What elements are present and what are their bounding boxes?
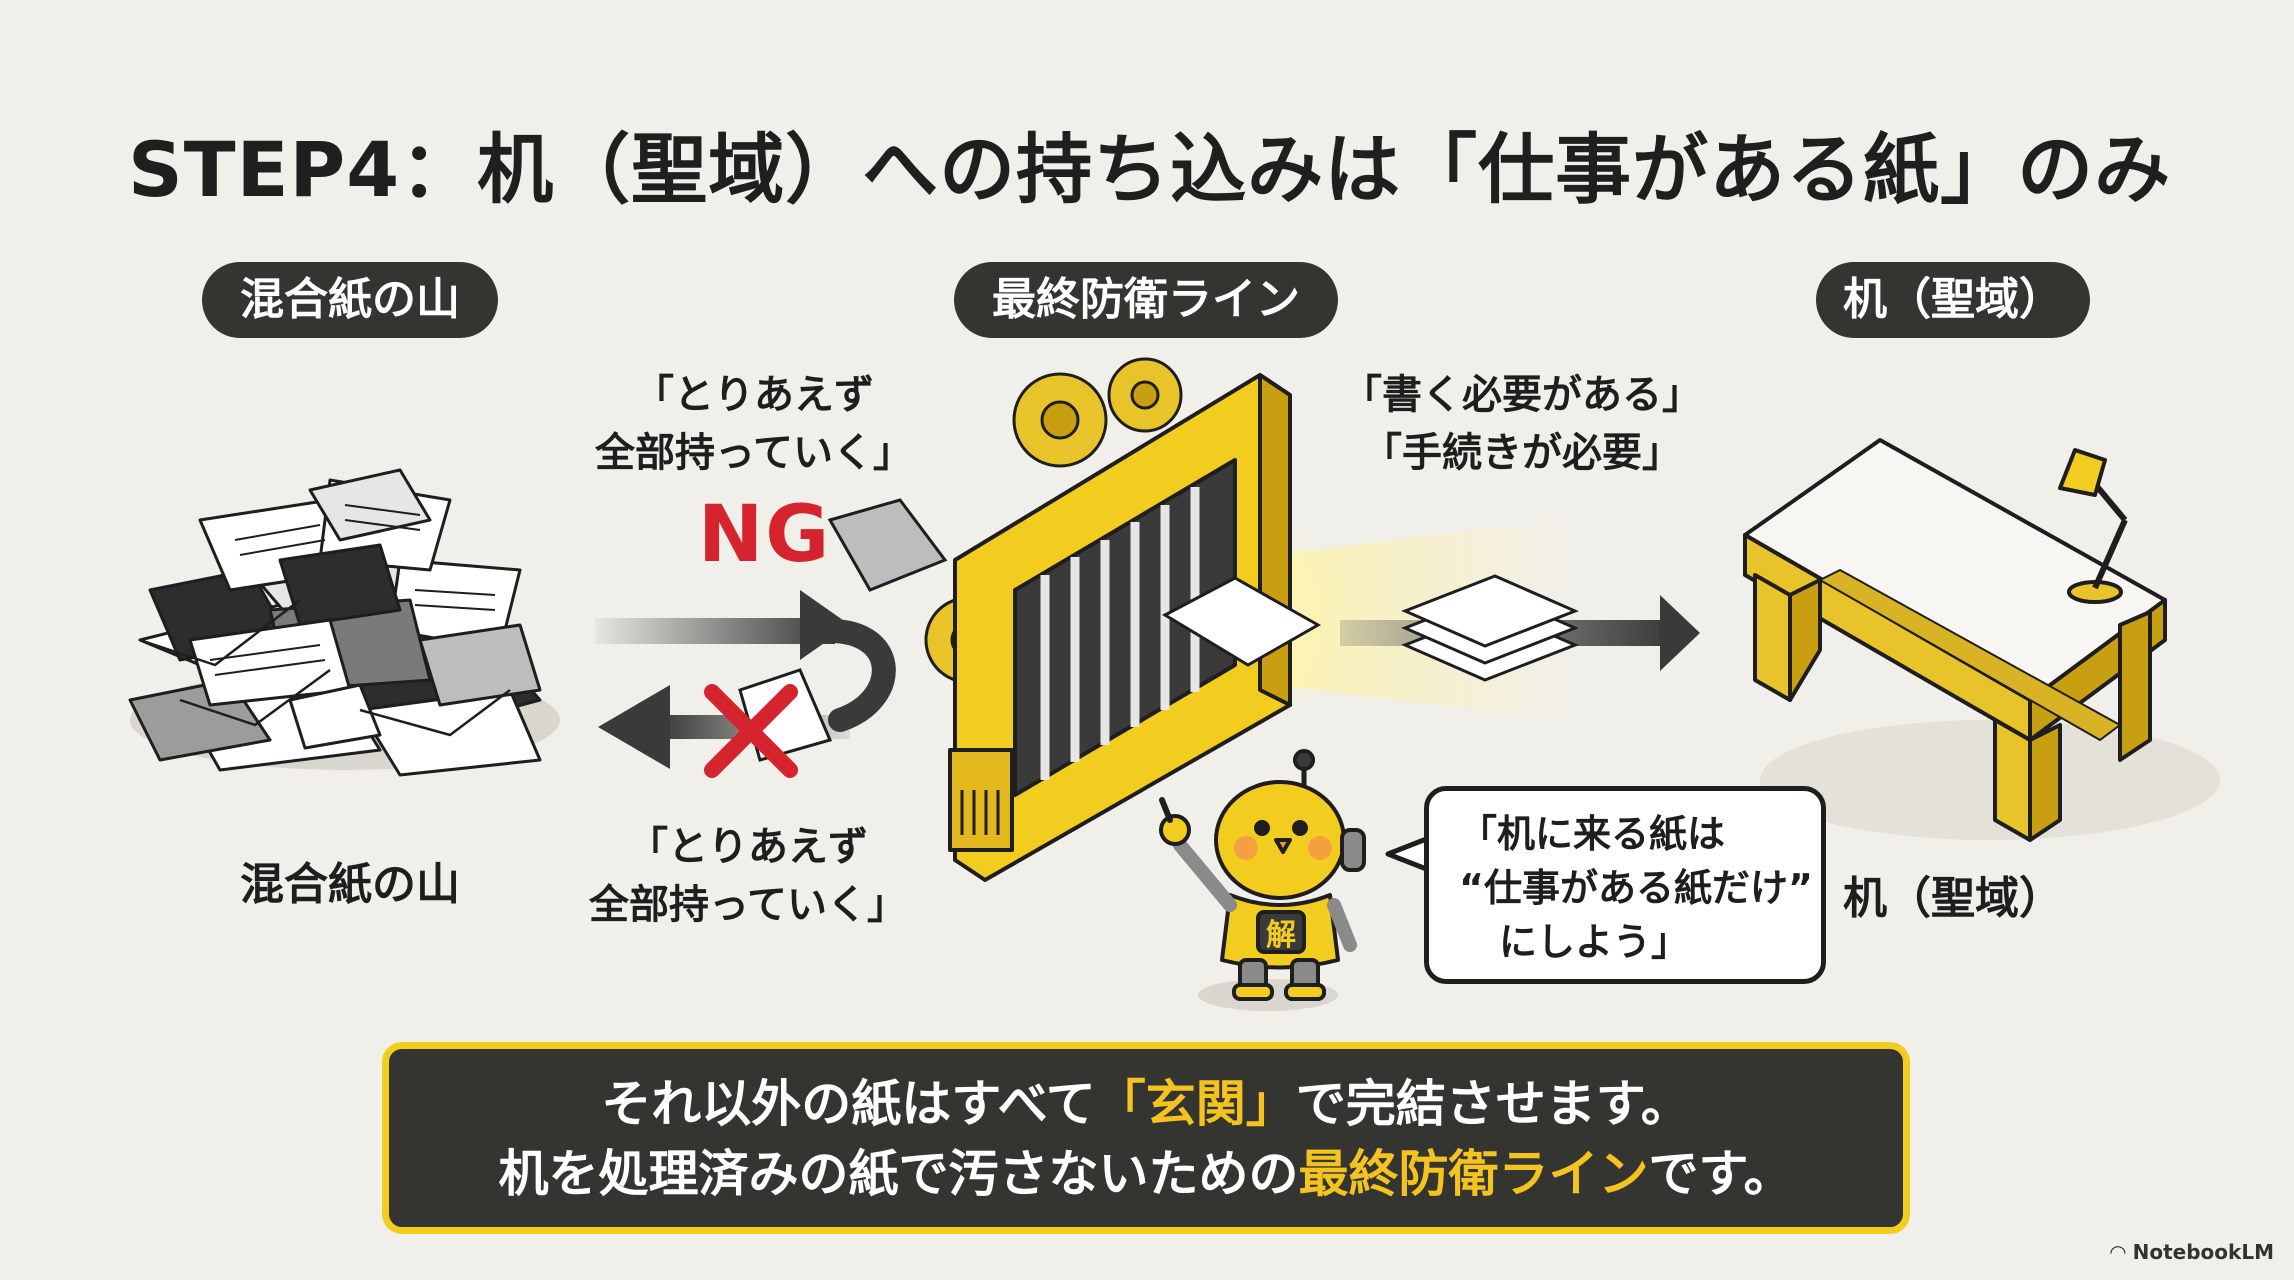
robot-mascot-icon — [1159, 749, 1432, 1011]
speech-bubble: 「机に来る紙は “仕事がある紙だけ” にしよう」 — [1424, 786, 1826, 984]
brand-label: NotebookLM — [2132, 1240, 2274, 1264]
robot-badge: 解 — [1266, 918, 1296, 953]
pass-quote: 「書く必要がある」 「手続きが必要」 — [1332, 366, 1712, 482]
summary-line1-post: で完結させます。 — [1295, 1075, 1691, 1133]
paper-pile-icon — [128, 468, 560, 777]
passing-paper-icon — [1161, 576, 1322, 667]
top-quote-line2: 全部持っていく」 — [595, 430, 913, 476]
bottom-quote-line1: 「とりあえず — [628, 824, 868, 870]
summary-box: それ以外の紙はすべて「玄関」で完結させます。 机を処理済みの紙で汚さないための最… — [382, 1042, 1910, 1234]
desk-label: 机（聖域） — [1843, 873, 2063, 924]
header-final-defense-line: 最終防衛ライン — [954, 262, 1338, 338]
bottom-quote: 「とりあえず 全部持っていく」 — [578, 818, 918, 934]
header-desk-sanctuary: 机（聖域） — [1816, 262, 2090, 338]
bottom-quote-line2: 全部持っていく」 — [589, 882, 907, 928]
ng-label: NG — [698, 490, 832, 580]
summary-line2: 机を処理済みの紙で汚さないための最終防衛ラインです。 — [389, 1139, 1903, 1209]
top-quote-line1: 「とりあえず — [634, 372, 874, 418]
page-title: STEP4：机（聖域）への持ち込みは「仕事がある紙」のみ — [128, 125, 2172, 214]
bubble-line2: “仕事がある紙だけ” — [1459, 866, 1813, 910]
summary-line2-highlight: 最終防衛ライン — [1298, 1145, 1649, 1203]
notebooklm-logo-icon: ◠ — [2110, 1240, 2133, 1264]
summary-line1-pre: それ以外の紙はすべて — [601, 1075, 1096, 1133]
summary-line1-highlight: 「玄関」 — [1095, 1075, 1296, 1133]
bubble-line1: 「机に来る紙は — [1459, 812, 1726, 856]
mixed-paper-label: 混合紙の山 — [240, 859, 460, 910]
header-mixed-paper: 混合紙の山 — [202, 262, 498, 338]
defense-gate-icon — [948, 373, 1292, 882]
summary-line1: それ以外の紙はすべて「玄関」で完結させます。 — [389, 1069, 1903, 1139]
desk-icon — [1743, 438, 2220, 842]
rejected-paper-icon — [827, 498, 948, 592]
paper-stack-icon — [1401, 574, 1579, 682]
pass-quote-line2: 「手続きが必要」 — [1362, 430, 1682, 476]
top-quote: 「とりあえず 全部持っていく」 — [584, 366, 924, 482]
summary-line2-pre: 机を処理済みの紙で汚さないための — [498, 1145, 1299, 1203]
ng-path-arrow — [595, 590, 896, 732]
bubble-line3: にしよう」 — [1499, 920, 1690, 964]
reject-x-icon — [704, 668, 833, 778]
pass-quote-line1: 「書く必要がある」 — [1342, 372, 1702, 418]
summary-line2-post: です。 — [1648, 1145, 1794, 1203]
brand-mark: ◠ NotebookLM — [2110, 1240, 2274, 1264]
